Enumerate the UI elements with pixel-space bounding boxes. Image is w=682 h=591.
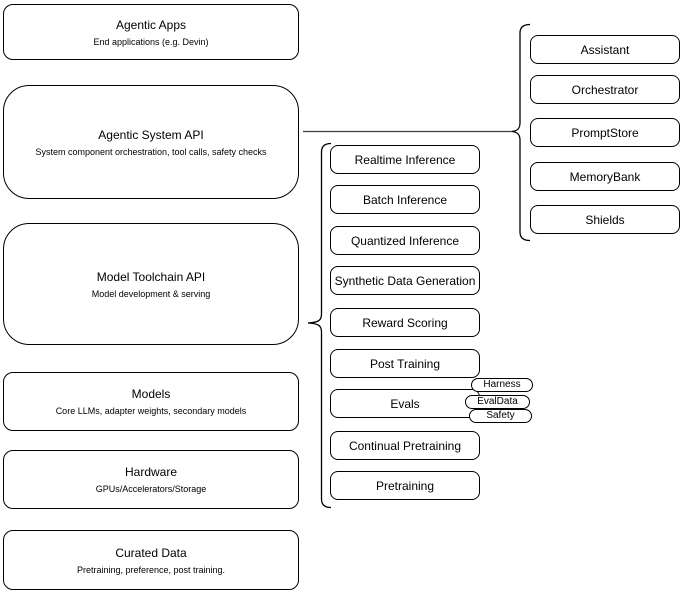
- node-orchestrator: Orchestrator: [530, 75, 680, 104]
- tag-harness: Harness: [471, 378, 533, 392]
- node-label: Quantized Inference: [350, 233, 460, 248]
- node-title: Agentic System API: [98, 127, 204, 142]
- node-label: Post Training: [369, 356, 441, 371]
- node-subtitle: Pretraining, preference, post training.: [76, 564, 226, 575]
- node-label: Batch Inference: [362, 192, 448, 207]
- node-subtitle: Model development & serving: [91, 288, 211, 299]
- node-synthetic-data-generation: Synthetic Data Generation: [330, 266, 480, 295]
- brace-system-components: [511, 23, 531, 242]
- node-agentic-apps: Agentic Apps End applications (e.g. Devi…: [3, 4, 299, 60]
- node-subtitle: End applications (e.g. Devin): [93, 36, 209, 47]
- node-models: Models Core LLMs, adapter weights, secon…: [3, 372, 299, 431]
- node-title: Hardware: [124, 465, 178, 479]
- node-model-toolchain-api: Model Toolchain API Model development & …: [3, 223, 299, 345]
- node-label: Assistant: [580, 42, 630, 57]
- node-memorybank: MemoryBank: [530, 162, 680, 191]
- node-label: Realtime Inference: [354, 152, 456, 167]
- node-assistant: Assistant: [530, 35, 680, 64]
- tag-label: Harness: [483, 379, 521, 390]
- node-subtitle: System component orchestration, tool cal…: [35, 146, 267, 157]
- node-promptstore: PromptStore: [530, 118, 680, 147]
- tag-label: Safety: [486, 410, 515, 421]
- node-pretraining: Pretraining: [330, 471, 480, 500]
- node-agentic-system-api: Agentic System API System component orch…: [3, 85, 299, 199]
- node-realtime-inference: Realtime Inference: [330, 145, 480, 174]
- node-batch-inference: Batch Inference: [330, 185, 480, 214]
- node-label: PromptStore: [571, 125, 639, 140]
- node-subtitle: Core LLMs, adapter weights, secondary mo…: [55, 406, 247, 416]
- node-evals: Evals: [330, 389, 480, 418]
- tag-safety: Safety: [469, 409, 532, 423]
- node-label: Synthetic Data Generation: [334, 273, 476, 288]
- brace-model-toolchain: [307, 142, 332, 509]
- node-continual-pretraining: Continual Pretraining: [330, 431, 480, 460]
- node-label: Continual Pretraining: [348, 438, 462, 453]
- tag-label: EvalData: [477, 396, 518, 407]
- node-curated-data: Curated Data Pretraining, preference, po…: [3, 530, 299, 590]
- node-post-training: Post Training: [330, 349, 480, 378]
- node-reward-scoring: Reward Scoring: [330, 308, 480, 337]
- tag-evaldata: EvalData: [465, 395, 530, 409]
- node-label: MemoryBank: [569, 169, 641, 184]
- node-title: Models: [131, 387, 171, 401]
- node-hardware: Hardware GPUs/Accelerators/Storage: [3, 450, 299, 509]
- node-label: Pretraining: [375, 478, 435, 493]
- node-quantized-inference: Quantized Inference: [330, 226, 480, 255]
- node-subtitle: GPUs/Accelerators/Storage: [95, 484, 207, 494]
- node-label: Evals: [390, 396, 420, 411]
- node-title: Model Toolchain API: [96, 269, 206, 284]
- node-label: Reward Scoring: [362, 315, 448, 330]
- node-label: Shields: [585, 212, 625, 227]
- node-title: Agentic Apps: [115, 17, 187, 32]
- node-shields: Shields: [530, 205, 680, 234]
- node-label: Orchestrator: [571, 82, 639, 97]
- node-title: Curated Data: [115, 545, 187, 560]
